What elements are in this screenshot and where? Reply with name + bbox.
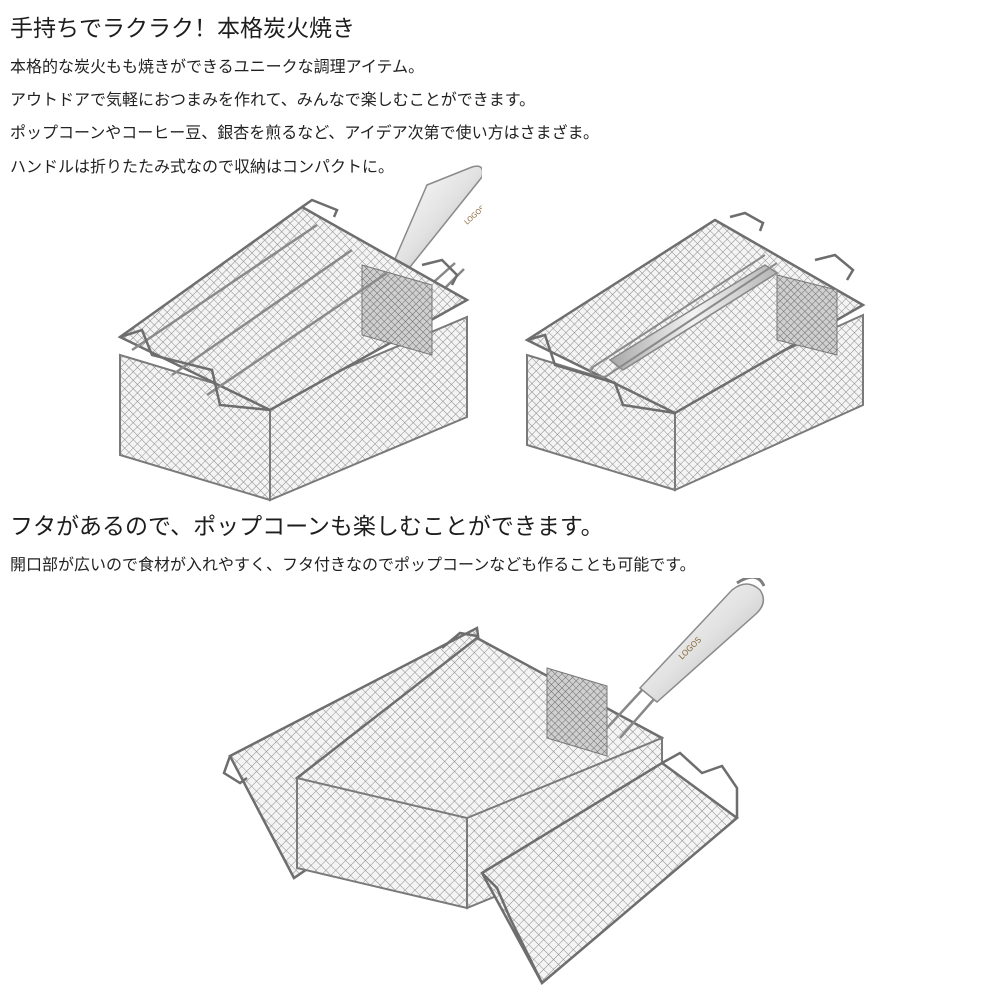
- section2-line-1: 開口部が広いので食材が入れやすく、フタ付きなのでポップコーンなども作ることも可能…: [10, 555, 696, 574]
- logos-logo: LOGOS: [463, 204, 482, 227]
- product-image-folded-handle: [524, 211, 866, 492]
- product-image-open-basket: LOGOS: [222, 578, 766, 985]
- product-image-closed-basket: LOGOS: [117, 165, 482, 502]
- section2-heading: フタがあるので、ポップコーンも楽しむことができます。: [10, 514, 604, 540]
- section1-line-4: ハンドルは折りたたみ式なので収納はコンパクトに。: [10, 157, 395, 176]
- section1-line-2: アウトドアで気軽におつまみを作れて、みんなで楽しむことができます。: [10, 90, 536, 109]
- section1-line-3: ポップコーンやコーヒー豆、銀杏を煎るなど、アイデア次第で使い方はさまざま。: [10, 123, 599, 142]
- section1-line-1: 本格的な炭火もも焼きができるユニークな調理アイテム。: [10, 57, 425, 76]
- handle: LOGOS: [606, 578, 766, 739]
- section1-heading: 手持ちでラクラク！本格炭火焼き: [10, 16, 355, 42]
- handle-folded: [589, 254, 779, 379]
